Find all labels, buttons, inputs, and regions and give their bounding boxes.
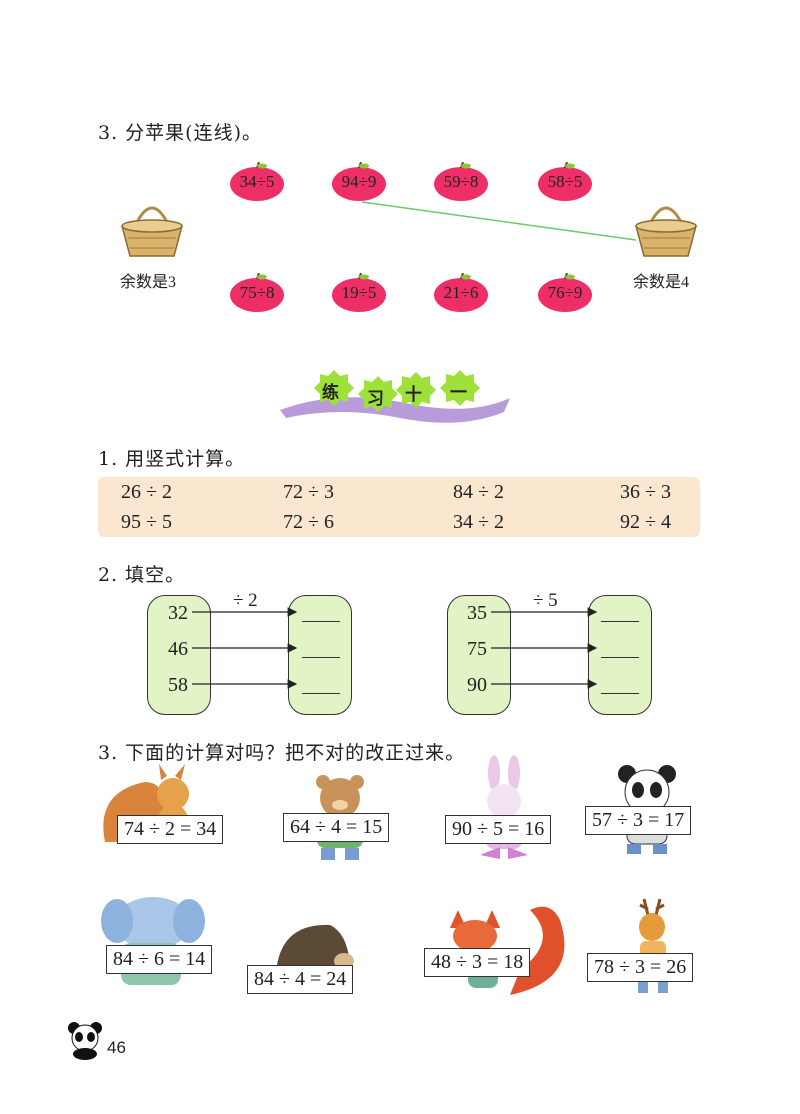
section-banner <box>280 370 510 423</box>
input-pill <box>447 595 511 715</box>
answer-blank[interactable] <box>601 621 639 622</box>
apple-label: 34÷5 <box>239 172 275 191</box>
apple-label: 75÷8 <box>239 283 275 302</box>
apple-card[interactable]: 21÷6 <box>433 273 489 313</box>
input-number: 35 <box>467 602 487 624</box>
apple-label: 19÷5 <box>341 283 377 302</box>
answer-blank[interactable] <box>601 693 639 694</box>
apple-card[interactable]: 76÷9 <box>537 273 593 313</box>
apple-label: 58÷5 <box>547 172 583 191</box>
apple-card[interactable]: 94÷9 <box>331 162 387 202</box>
calc-item: 72 ÷ 3 <box>283 481 334 503</box>
question-title-check: 3. 下面的计算对吗？把不对的改正过来。 <box>98 742 466 764</box>
input-number: 75 <box>467 638 487 660</box>
apple-card[interactable]: 59÷8 <box>433 162 489 202</box>
calc-card[interactable]: 78 ÷ 3 = 26 <box>587 953 694 982</box>
question-title-vertical-calc: 1. 用竖式计算。 <box>98 448 246 470</box>
input-number: 46 <box>168 638 188 660</box>
answer-blank[interactable] <box>601 657 639 658</box>
calc-card[interactable]: 48 ÷ 3 = 18 <box>424 948 531 977</box>
banner-char: 十 <box>405 385 422 405</box>
apple-icon <box>230 162 284 201</box>
answer-blank[interactable] <box>302 657 340 658</box>
input-number: 58 <box>168 674 188 696</box>
apple-label: 76÷9 <box>547 283 583 302</box>
apple-icon <box>332 162 386 201</box>
basket-icon <box>121 206 183 257</box>
calc-item: 84 ÷ 2 <box>453 481 504 503</box>
apple-card[interactable]: 75÷8 <box>229 273 285 313</box>
output-pill <box>288 595 352 715</box>
input-number: 32 <box>168 602 188 624</box>
basket-icon <box>635 206 697 257</box>
calc-item: 72 ÷ 6 <box>283 511 334 533</box>
apple-card[interactable]: 58÷5 <box>537 162 593 202</box>
apple-icon <box>332 273 386 312</box>
arrows <box>192 607 598 689</box>
apple-icon <box>230 273 284 312</box>
calc-card[interactable]: 90 ÷ 5 = 16 <box>445 815 552 844</box>
answer-blank[interactable] <box>302 693 340 694</box>
apple-icon <box>538 273 592 312</box>
calc-item: 92 ÷ 4 <box>620 511 671 533</box>
calc-card[interactable]: 84 ÷ 4 = 24 <box>247 965 354 994</box>
apple-icon <box>434 162 488 201</box>
operation-label: ÷ 2 <box>233 590 258 611</box>
apple-icon <box>434 273 488 312</box>
input-number: 90 <box>467 674 487 696</box>
basket-left[interactable] <box>118 198 186 258</box>
question-title-apples: 3. 分苹果(连线)。 <box>98 122 262 144</box>
calc-card[interactable]: 57 ÷ 3 = 17 <box>585 806 692 835</box>
apple-card[interactable]: 19÷5 <box>331 273 387 313</box>
calc-card[interactable]: 84 ÷ 6 = 14 <box>106 945 213 974</box>
page-number: 46 <box>107 1038 126 1057</box>
banner-char: 练 <box>322 383 339 403</box>
calc-card[interactable]: 74 ÷ 2 = 34 <box>117 815 224 844</box>
basket-right-label: 余数是4 <box>633 274 690 291</box>
input-pill <box>147 595 211 715</box>
connection-line <box>361 201 637 241</box>
deer-icon <box>638 898 668 993</box>
basket-right[interactable] <box>632 198 700 258</box>
calc-item: 26 ÷ 2 <box>121 481 172 503</box>
apple-label: 59÷8 <box>443 172 479 191</box>
answer-blank[interactable] <box>302 621 340 622</box>
calc-card[interactable]: 64 ÷ 4 = 15 <box>283 813 390 842</box>
apple-card[interactable]: 34÷5 <box>229 162 285 202</box>
question-title-fill: 2. 填空。 <box>98 564 186 586</box>
rabbit-icon <box>480 755 528 859</box>
operation-label: ÷ 5 <box>533 590 558 611</box>
apple-label: 21÷6 <box>443 283 479 302</box>
calc-item: 36 ÷ 3 <box>620 481 671 503</box>
calc-item: 95 ÷ 5 <box>121 511 172 533</box>
output-pill <box>588 595 652 715</box>
calc-item: 34 ÷ 2 <box>453 511 504 533</box>
apple-icon <box>538 162 592 201</box>
basket-left-label: 余数是3 <box>120 274 177 291</box>
banner-char: 一 <box>450 383 467 403</box>
panda-logo-icon <box>68 1022 102 1060</box>
calc-box <box>98 477 700 537</box>
apple-label: 94÷9 <box>341 172 377 191</box>
banner-char: 习 <box>367 389 384 409</box>
